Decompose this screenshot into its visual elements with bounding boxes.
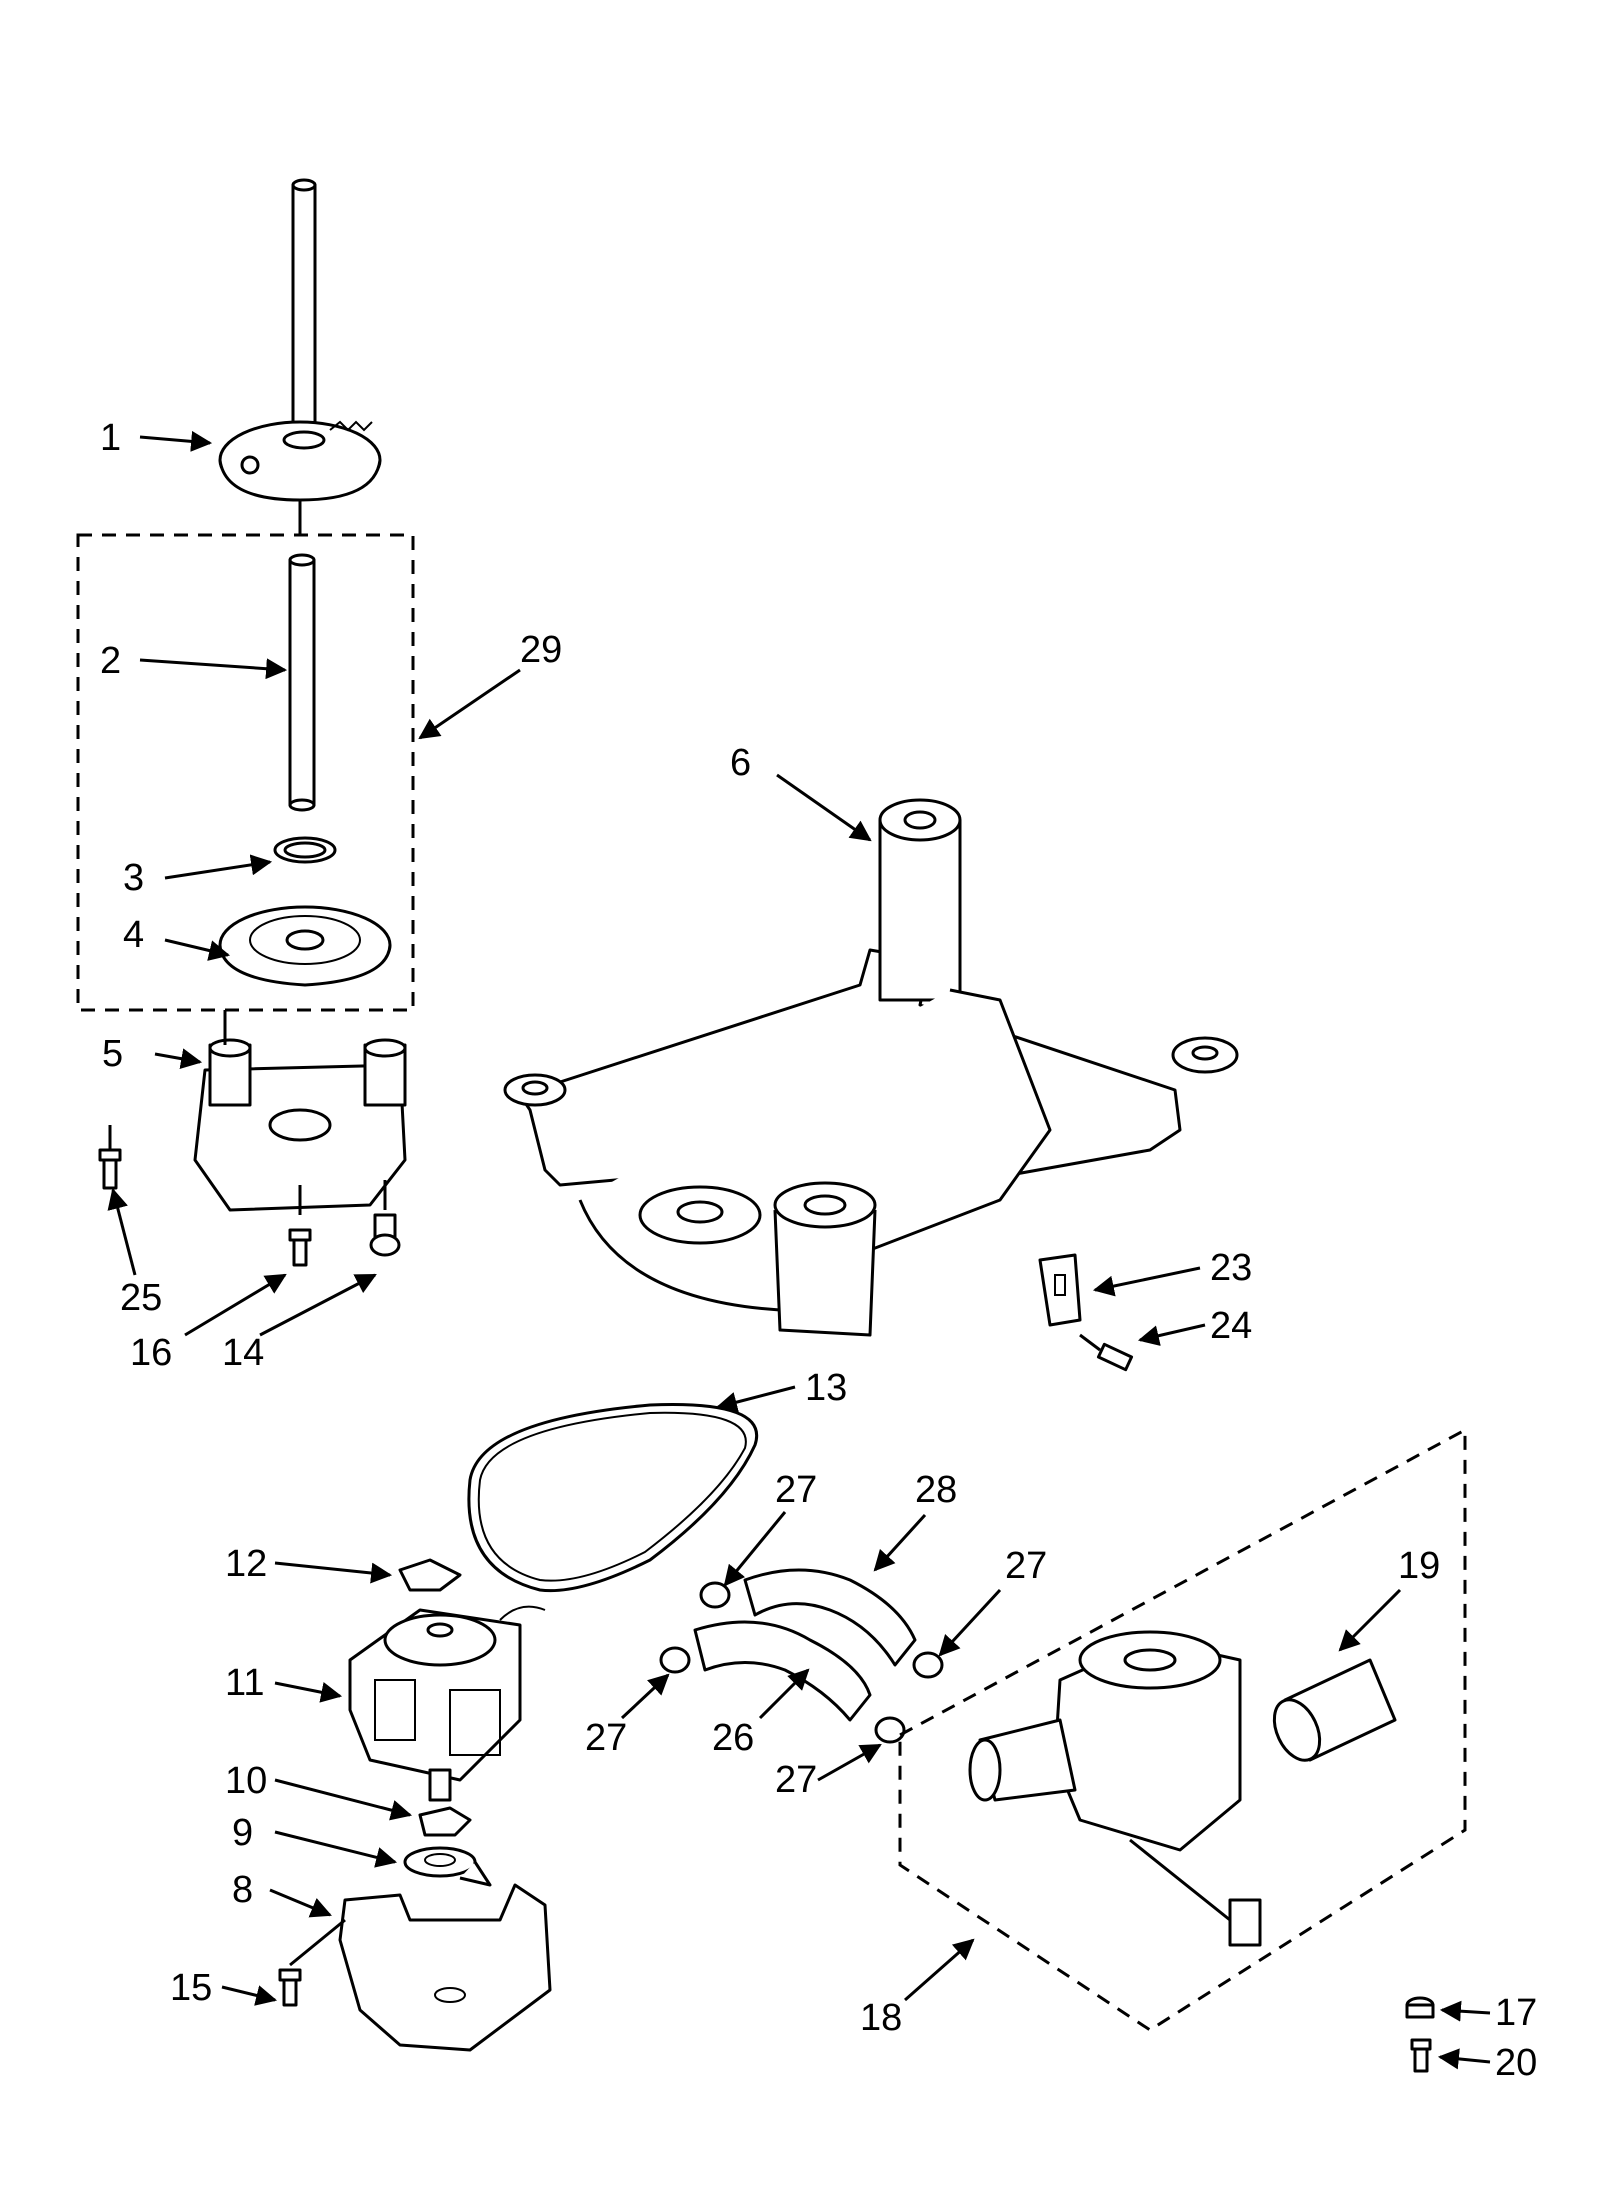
callout-12: 12 (225, 1543, 267, 1585)
part-14-pin (369, 1180, 401, 1257)
callout-18: 18 (860, 1997, 902, 2039)
part-27-clamp-b (659, 1646, 691, 1674)
part-2-shaft (288, 553, 316, 812)
callout-6: 6 (730, 742, 751, 784)
part-13-belt (467, 1403, 759, 1593)
part-19-capacitor (1272, 1658, 1397, 1762)
part-26-hose (693, 1620, 872, 1722)
callout-3: 3 (123, 857, 144, 899)
callout-11: 11 (225, 1662, 264, 1704)
part-15-screw (278, 1918, 346, 2007)
part-11-motor (348, 1605, 546, 1802)
callout-15: 15 (170, 1967, 212, 2009)
callout-19: 19 (1398, 1545, 1440, 1587)
part-12-coupler (398, 1558, 462, 1592)
part-4-pulley (218, 905, 392, 987)
part-17-grommet (1405, 1996, 1435, 2019)
part-16-screw (288, 1185, 312, 1267)
callout-2: 2 (100, 640, 121, 682)
callout-1: 1 (100, 417, 121, 459)
callout-10: 10 (225, 1760, 267, 1802)
callout-28: 28 (915, 1469, 957, 1511)
callout-14: 14 (222, 1332, 264, 1374)
callout-29: 29 (520, 629, 562, 671)
part-24-screw (1079, 1333, 1134, 1372)
part-3-retaining-ring (273, 836, 337, 864)
part-1-drive-shaft-assembly (218, 178, 382, 535)
callout-27-right: 27 (1005, 1545, 1047, 1587)
part-27-clamp-d (874, 1716, 906, 1744)
part-20-screw (1410, 2038, 1432, 2073)
callout-labels: 1 2 29 3 4 5 6 25 16 14 23 24 13 12 11 1… (100, 417, 1537, 2084)
callout-20: 20 (1495, 2042, 1537, 2084)
part-25-screw (98, 1125, 122, 1190)
callout-5: 5 (102, 1033, 123, 1075)
callout-27-bottom: 27 (775, 1759, 817, 1801)
part-9-mount (403, 1846, 492, 1887)
callout-17: 17 (1495, 1992, 1537, 2034)
callout-25: 25 (120, 1277, 162, 1319)
part-27-clamp-a (699, 1581, 731, 1609)
callout-8: 8 (232, 1869, 253, 1911)
part-5-bracket (193, 1010, 407, 1212)
callout-9: 9 (232, 1812, 253, 1854)
callout-27-top: 27 (775, 1469, 817, 1511)
part-8-motor-shield (338, 1883, 552, 2052)
part-6-frame (503, 798, 1239, 1337)
part-28-hose (743, 1568, 917, 1667)
callout-23: 23 (1210, 1247, 1252, 1289)
part-27-clamp-c (912, 1651, 944, 1679)
kit-18-outline (898, 1427, 1467, 2032)
callout-16: 16 (130, 1332, 172, 1374)
callout-26: 26 (712, 1717, 754, 1759)
leader-lines (107, 430, 1491, 2070)
callout-13: 13 (805, 1367, 847, 1409)
part-23-bracket (1038, 1253, 1082, 1327)
part-10-coupler (418, 1806, 472, 1837)
part-18-drain-pump (968, 1630, 1262, 1947)
callout-4: 4 (123, 914, 144, 956)
callout-24: 24 (1210, 1305, 1252, 1347)
callout-27-left: 27 (585, 1717, 627, 1759)
